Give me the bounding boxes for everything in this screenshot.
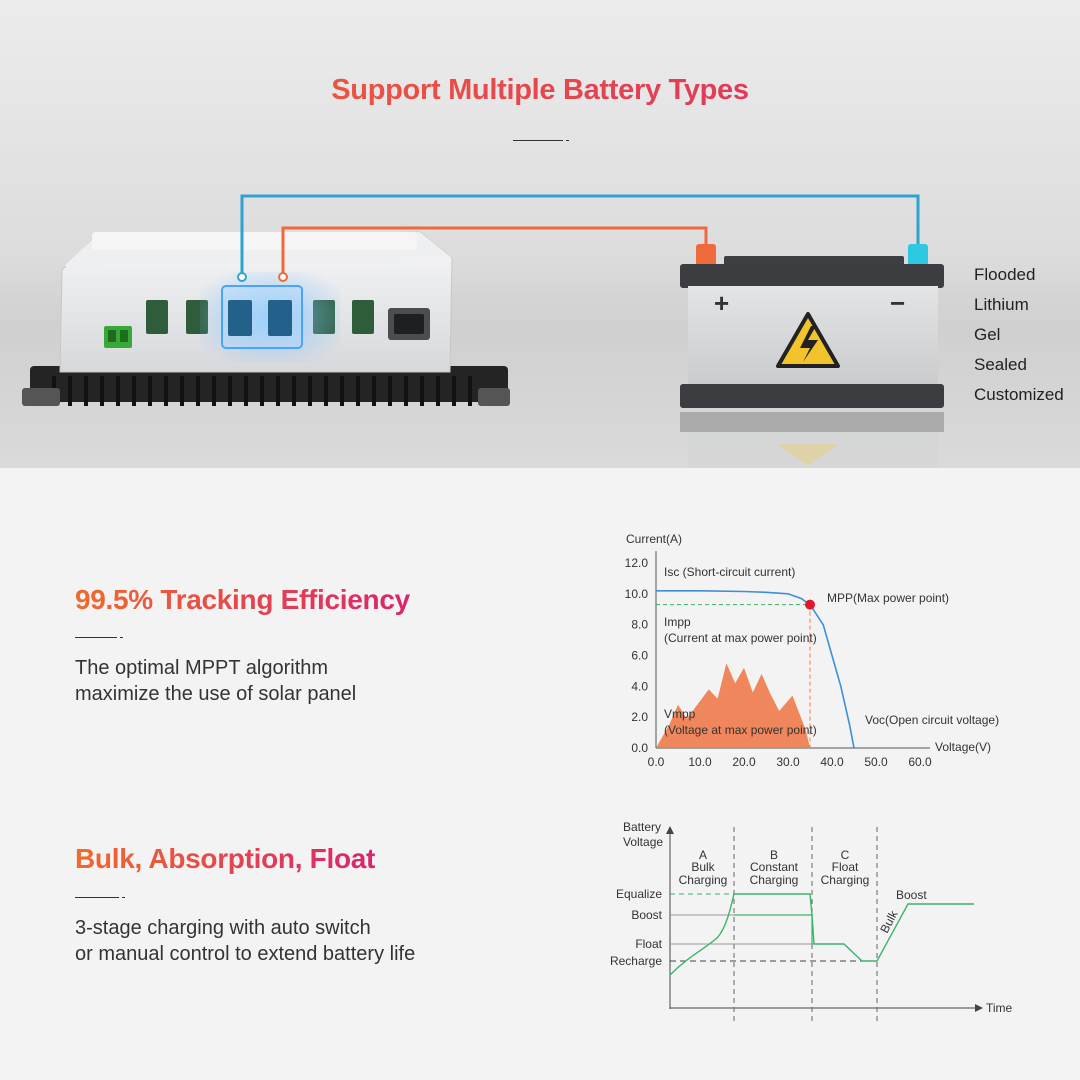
tracking-line: The optimal MPPT algorithm [75, 657, 329, 679]
charging-curve [669, 893, 974, 976]
boost-label: Boost [896, 888, 927, 902]
title-divider-dot [566, 140, 569, 141]
x-tick-label: 20.0 [732, 755, 756, 769]
bulk-label: Bulk [877, 907, 901, 935]
tracking-line: maximize the use of solar panel [75, 683, 357, 705]
bulk-title: Bulk, Absorption, Float [75, 843, 376, 874]
y-tick-label: 6.0 [631, 649, 648, 663]
tracking-section: 99.5% Tracking Efficiency [75, 584, 410, 616]
charging-stages-chart: Battery Voltage Time Equalize Boost Floa… [610, 820, 1013, 1021]
stage-letter: C [841, 848, 850, 862]
x-tick-label: 50.0 [864, 755, 888, 769]
mppt-chart: Current(A) Voltage(V) 0.0 2.0 4.0 6.0 8.0 10.… [625, 532, 999, 769]
y-tick-label: 4.0 [631, 679, 648, 693]
tracking-divider-dot [120, 637, 123, 638]
isc-annotation: Isc (Short-circuit current) [664, 565, 795, 579]
level-label: Boost [631, 908, 662, 922]
battery-type-item: Flooded [974, 265, 1036, 284]
bulk-line: 3-stage charging with auto switch [75, 917, 371, 939]
y-tick-label: 0.0 [631, 741, 648, 755]
mpp-point [805, 599, 815, 610]
stage-letter: A [699, 848, 707, 862]
blue-wire [240, 194, 920, 276]
x-tick-label: 10.0 [688, 755, 712, 769]
hero-title: Support Multiple Battery Types [0, 74, 1080, 107]
battery-type-item: Customized [974, 385, 1064, 404]
level-label: Recharge [610, 954, 662, 968]
x-axis-label: Time [986, 1001, 1013, 1015]
charge-controller [22, 231, 510, 406]
y-axis-label: Current(A) [626, 532, 682, 546]
level-label: Equalize [616, 887, 662, 901]
bulk-line: or manual control to extend battery life [75, 943, 416, 965]
y-tick-label: 10.0 [625, 587, 649, 601]
battery-types-list: Flooded Lithium Gel Sealed Customized [974, 264, 1064, 414]
battery-type-item: Gel [974, 325, 1001, 344]
stage-label: Charging [679, 873, 728, 887]
mpp-annotation: MPP(Max power point) [827, 591, 949, 605]
x-tick-label: 40.0 [820, 755, 844, 769]
battery-plus-sign: + [714, 288, 730, 318]
y-axis-arrow [666, 826, 674, 834]
battery-minus-sign: − [890, 288, 906, 318]
x-tick-label: 0.0 [648, 755, 665, 769]
voc-annotation: Voc(Open circuit voltage) [865, 713, 999, 727]
battery-type-item: Lithium [974, 295, 1029, 314]
tracking-description: The optimal MPPT algorithm maximize the … [75, 655, 356, 707]
bulk-description: 3-stage charging with auto switch or man… [75, 915, 415, 967]
product-illustration [22, 194, 944, 468]
vmpp-sub-annotation: (Voltage at max power point) [664, 723, 817, 737]
x-tick-label: 30.0 [776, 755, 800, 769]
iv-curve [656, 590, 855, 749]
y-axis-label-line: Battery [623, 820, 661, 834]
impp-annotation: Impp [664, 615, 691, 629]
hero-banner: Support Multiple Battery Types [0, 0, 1080, 468]
battery [680, 244, 944, 468]
stage-label: Constant [750, 860, 799, 874]
y-tick-label: 2.0 [631, 710, 648, 724]
impp-sub-annotation: (Current at max power point) [664, 631, 817, 645]
x-axis-arrow [975, 1004, 983, 1012]
power-area [656, 663, 810, 748]
title-divider [513, 140, 563, 141]
y-tick-label: 12.0 [625, 556, 649, 570]
y-tick-label: 8.0 [631, 618, 648, 632]
x-tick-label: 60.0 [908, 755, 932, 769]
y-axis-label-line: Voltage [623, 835, 663, 849]
tracking-title: 99.5% Tracking Efficiency [75, 584, 410, 615]
bulk-divider [75, 897, 119, 898]
stage-label: Bulk [691, 860, 715, 874]
stage-label: Charging [821, 873, 870, 887]
bulk-divider-dot [122, 897, 125, 898]
stage-label: Float [832, 860, 859, 874]
battery-type-item: Sealed [974, 355, 1027, 374]
orange-wire [281, 226, 708, 276]
bulk-section: Bulk, Absorption, Float [75, 843, 375, 875]
vmpp-annotation: Vmpp [664, 707, 696, 721]
absorption-curve [734, 914, 813, 944]
x-axis-label: Voltage(V) [935, 740, 991, 754]
stage-letter: B [770, 848, 778, 862]
level-label: Float [635, 937, 662, 951]
stage-label: Charging [750, 873, 799, 887]
tracking-divider [75, 637, 117, 638]
